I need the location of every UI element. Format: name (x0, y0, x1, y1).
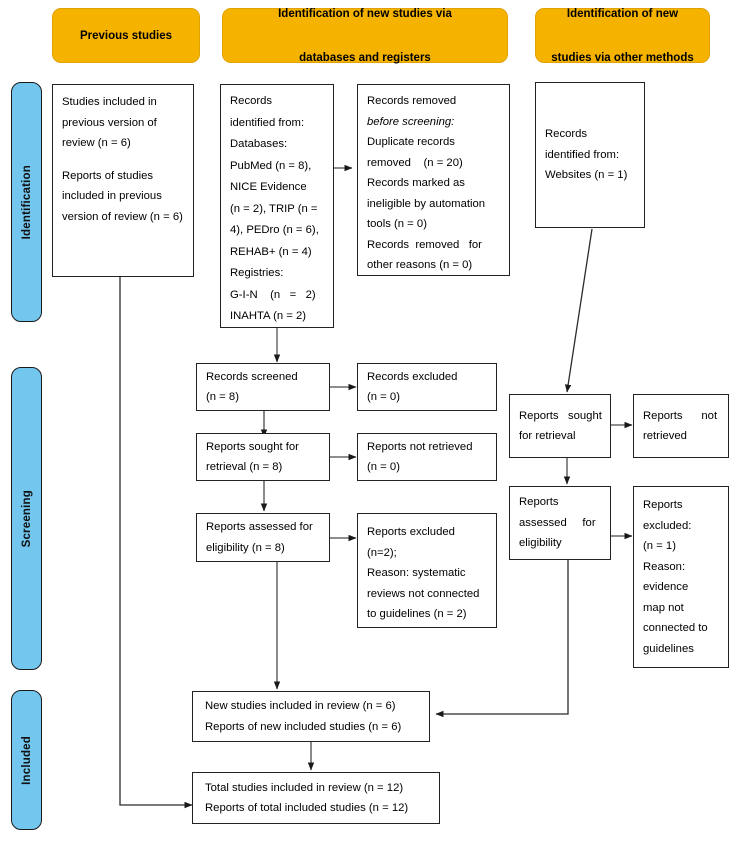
box-line: retrieved (643, 430, 687, 442)
box-line: review (n = 6) (62, 137, 131, 149)
box-line: Reports assessed for (206, 521, 313, 533)
box-line: map not (643, 601, 684, 614)
box-line: for retrieval (519, 430, 576, 442)
box-line: removed (n = 20) (367, 156, 463, 169)
box-line: (n = 8) (206, 391, 239, 403)
box-reports-sought-for-retrieval: Reports sought for retrieval (n = 8) (196, 433, 330, 481)
box-records-excluded: Records excluded (n = 0) (357, 363, 497, 411)
box-line: retrieval (n = 8) (206, 461, 283, 473)
box-line: (n = 0) (367, 461, 400, 473)
box-records-screened: Records screened (n = 8) (196, 363, 330, 411)
box-line: 4), PEDro (n = 6), (230, 224, 319, 236)
phase-header-previous-studies: Previous studies (52, 8, 200, 63)
box-line: Records removed (367, 95, 457, 107)
box-line-italic: before screening: (367, 115, 455, 128)
box-line: Records removed for (367, 238, 482, 251)
box-line: Total studies included in review (n = 12… (205, 781, 404, 794)
phase-header-databases-line1: Identification of new studies via (278, 7, 452, 20)
box-line: (n = 0) (367, 391, 400, 403)
box-line: Reports of new included studies (n = 6) (205, 720, 402, 733)
box-line: Records marked as (367, 177, 465, 189)
phase-header-other-line2: studies via other methods (551, 51, 694, 64)
stage-bar-included: Included (11, 690, 42, 830)
box-new-studies-included-in-review: New studies included in review (n = 6) R… (192, 691, 430, 742)
box-line: Duplicate records (367, 136, 455, 148)
box-line: assessed for (519, 516, 596, 529)
box-line: Records (230, 95, 273, 107)
box-line: included in previous (62, 190, 162, 202)
box-reports-not-retrieved: Reports not retrieved (n = 0) (357, 433, 497, 481)
box-studies-included-previous-version: Studies included in previous version of … (52, 84, 194, 277)
stage-bar-identification: Identification (11, 82, 42, 322)
box-line: Databases: (230, 138, 288, 150)
box-line: Studies included in (62, 96, 157, 108)
box-line: Reports (519, 496, 559, 509)
box-line: NICE Evidence (230, 181, 307, 193)
stage-bar-screening-label: Screening (20, 489, 33, 548)
box-line: REHAB+ (n = 4) (230, 245, 312, 258)
box-line: eligibility (519, 537, 562, 550)
box-line: (n = 1) (643, 540, 676, 552)
box-line: Records excluded (367, 370, 458, 383)
box-reports-sought-for-retrieval-other: Reports sought for retrieval (509, 394, 611, 458)
box-line: Reports not retrieved (367, 440, 473, 453)
box-total-studies-included-in-review: Total studies included in review (n = 12… (192, 772, 440, 824)
box-records-removed-before-screening: Records removed before screening: Duplic… (357, 84, 510, 276)
box-line: New studies included in review (n = 6) (205, 700, 396, 712)
phase-header-other-line1: Identification of new (566, 7, 679, 20)
stage-bar-screening: Screening (11, 367, 42, 670)
box-line: to guidelines (n = 2) (367, 608, 467, 620)
box-line: Reports not (643, 409, 718, 422)
box-line: previous version of (62, 116, 157, 129)
box-line: INAHTA (n = 2) (230, 310, 307, 322)
phase-header-previous-studies-label: Previous studies (79, 29, 173, 42)
box-line: Reports sought for (206, 440, 299, 453)
box-line-spacer (62, 154, 185, 166)
box-line: G-I-N (n = 2) (230, 288, 316, 301)
box-line: other reasons (n = 0) (367, 259, 473, 271)
box-line: Records screened (206, 370, 298, 383)
box-line: identified from: (545, 148, 620, 161)
box-line: ineligible by automation (367, 197, 486, 210)
box-line: reviews not connected (367, 587, 480, 600)
box-line: Reason: systematic (367, 567, 466, 579)
box-line: Reports sought (519, 409, 602, 422)
box-line: Reason: (643, 560, 686, 573)
box-reports-excluded: Reports excluded (n=2); Reason: systemat… (357, 513, 497, 628)
box-line: evidence (643, 581, 689, 593)
box-reports-assessed-for-eligibility-other: Reports assessed for eligibility (509, 486, 611, 560)
box-line: Reports (643, 499, 683, 511)
stage-bar-identification-label: Identification (20, 164, 33, 240)
box-line: guidelines (643, 642, 694, 655)
box-line: Reports of total included studies (n = 1… (205, 802, 409, 814)
phase-header-databases-line2: databases and registers (299, 51, 431, 64)
box-line: Reports excluded (367, 526, 455, 538)
box-line: eligibility (n = 8) (206, 541, 285, 554)
box-reports-assessed-for-eligibility: Reports assessed for eligibility (n = 8) (196, 513, 330, 562)
box-line: PubMed (n = 8), (230, 159, 312, 172)
box-line: version of review (n = 6) (62, 210, 183, 223)
box-records-identified-from-websites: Records identified from: Websites (n = 1… (535, 82, 645, 228)
box-line: Records (545, 128, 588, 141)
box-line: Websites (n = 1) (545, 169, 628, 182)
box-line: tools (n = 0) (367, 218, 427, 230)
stage-bar-included-label: Included (20, 735, 33, 785)
box-line: Reports of studies (62, 169, 154, 182)
box-line: Registries: (230, 267, 284, 279)
box-reports-not-retrieved-other: Reports not retrieved (633, 394, 729, 458)
phase-header-databases-registers: Identification of new studies via databa… (222, 7, 508, 64)
box-line: (n = 2), TRIP (n = (230, 202, 318, 215)
box-line: connected to (643, 622, 708, 634)
box-line: excluded: (643, 519, 692, 532)
box-line: identified from: (230, 116, 305, 129)
phase-header-other-methods: Identification of new studies via other … (535, 7, 710, 64)
box-reports-excluded-other: Reports excluded: (n = 1) Reason: eviden… (633, 486, 729, 668)
box-line: (n=2); (367, 546, 397, 559)
box-records-identified-from-databases-registers: Records identified from: Databases: PubM… (220, 84, 334, 328)
